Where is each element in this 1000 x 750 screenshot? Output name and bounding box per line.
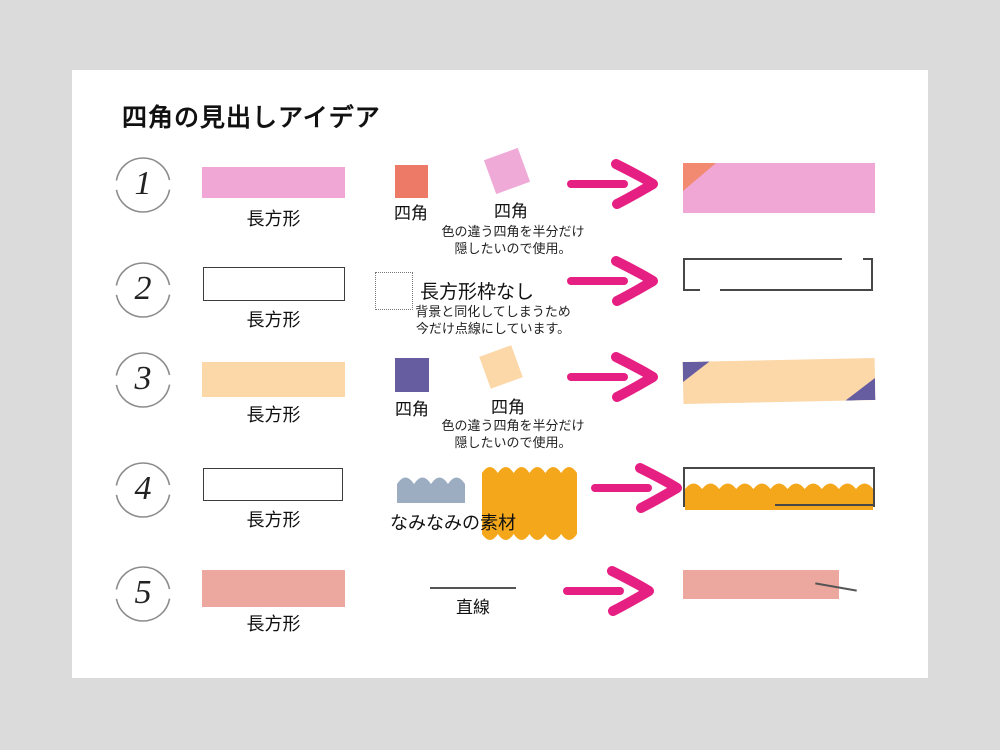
row-4-result-border-right — [873, 467, 875, 507]
row-2-result-border-bottom-right — [720, 289, 873, 291]
row-2-noframe-label: 長方形枠なし — [420, 282, 535, 303]
row-1-circle-outline-icon — [115, 157, 171, 213]
row-5-circle-outline-icon — [115, 566, 171, 622]
row-2-rectangle-label: 長方形 — [246, 310, 301, 330]
row-1-square-label: 四角 — [394, 204, 428, 223]
row-1-caption-line-1: 色の違う四角を半分だけ — [441, 224, 585, 239]
row-3-square-label: 四角 — [395, 400, 429, 419]
row-4-result-border-left — [683, 467, 685, 507]
row-3-arrow-right-icon — [567, 352, 658, 402]
row-4-number: 4 — [134, 470, 152, 507]
row-5-arrow-right-icon — [563, 566, 654, 616]
row-1-rectangle-label: 長方形 — [246, 209, 301, 229]
row-2-caption: 背景と同化してしまうため 今だけ点線にしています。 — [398, 304, 588, 337]
row-1-result — [683, 163, 875, 213]
row-5-result — [683, 570, 857, 599]
row-2-circle-outline-icon — [115, 262, 171, 318]
row-1-arrow-right-icon — [567, 159, 658, 209]
row-3-caption: 色の違う四角を半分だけ 隠したいので使用。 — [428, 418, 598, 451]
row-1-rectangle-swatch — [202, 167, 345, 198]
row-3-square-swatch — [395, 358, 429, 392]
row-2-arrow-right-icon — [567, 256, 658, 306]
row-4-rectangle-swatch — [203, 468, 343, 501]
page-title: 四角の見出しアイデア — [122, 104, 381, 132]
row-2-result-border-top-right — [863, 258, 873, 260]
row-4-result-border-top — [683, 467, 875, 469]
row-2-result-border-left — [683, 258, 685, 291]
row-4-result-wave-fill — [685, 483, 873, 510]
row-4-arrow-right-icon — [591, 463, 682, 513]
row-5-line-label: 直線 — [456, 598, 490, 617]
row-4-result — [683, 467, 875, 510]
row-4-wavy-strip-icon — [482, 467, 577, 540]
row-3-circle-outline-icon — [115, 352, 171, 408]
row-3-number: 3 — [134, 360, 152, 397]
row-2-result-border-top-left — [683, 258, 842, 260]
row-4-result-border-bottom-right — [775, 504, 875, 506]
row-3-rectangle-label: 長方形 — [246, 405, 301, 425]
row-4-wave-label: なみなみの素材 — [390, 513, 516, 533]
row-3-caption-line-1: 色の違う四角を半分だけ — [441, 418, 585, 433]
row-1-square-swatch — [395, 165, 428, 198]
row-1-caption: 色の違う四角を半分だけ 隠したいので使用。 — [428, 224, 598, 257]
row-3-rotated-square-label: 四角 — [491, 398, 525, 417]
row-2-result — [683, 258, 873, 291]
row-5-rectangle-label: 長方形 — [246, 614, 301, 634]
row-1-rotated-square-label: 四角 — [494, 202, 528, 221]
row-5-line-swatch — [430, 587, 516, 589]
row-2-caption-line-1: 背景と同化してしまうため — [415, 304, 571, 319]
row-2-rectangle-swatch — [203, 267, 345, 301]
row-2-number: 2 — [134, 270, 152, 307]
row-3-caption-line-2: 隠したいので使用。 — [454, 434, 572, 450]
row-4-circle-outline-icon — [115, 462, 171, 518]
row-2-caption-line-2: 今だけ点線にしています。 — [415, 320, 571, 336]
row-1-number: 1 — [134, 165, 152, 202]
row-4-rectangle-label: 長方形 — [246, 510, 301, 530]
row-2-result-border-right — [871, 258, 873, 291]
row-3-result-peach-bar — [682, 357, 876, 405]
row-5-rectangle-swatch — [202, 570, 345, 607]
row-1-caption-line-2: 隠したいので使用。 — [454, 240, 572, 256]
row-1-result-pink-bar — [683, 163, 875, 213]
row-4-wavy-shape-icon — [397, 477, 465, 503]
row-2-dotted-square — [375, 272, 413, 310]
row-3-result — [682, 357, 876, 405]
row-3-rectangle-swatch — [202, 362, 345, 397]
row-2-result-border-bottom-left — [683, 289, 700, 291]
row-5-number: 5 — [134, 574, 152, 611]
